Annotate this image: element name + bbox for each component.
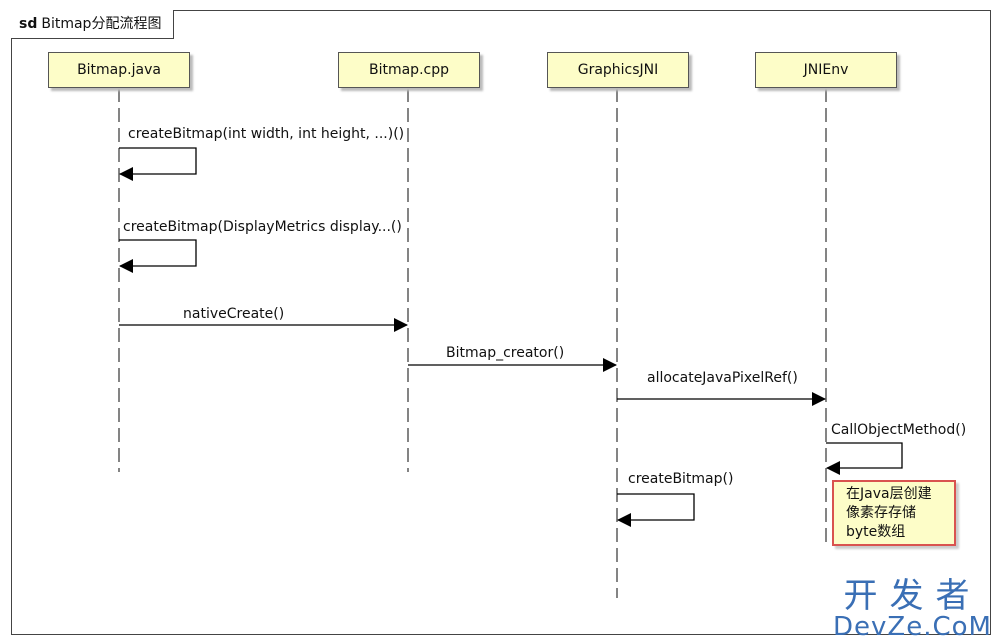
message-label-allocate-java-pixel-ref: allocateJavaPixelRef() (647, 370, 798, 386)
message-label-create-bitmap-2: createBitmap(DisplayMetrics display...() (123, 219, 402, 235)
watermark-cn: 开发者 (843, 576, 982, 616)
message-arrow-create-bitmap-2 (119, 239, 197, 273)
message-label-bitmap-creator: Bitmap_creator() (446, 345, 565, 361)
participant-jnienv: JNIEnv (755, 52, 897, 88)
note-box: 在Java层创建 像素存存储 byte数组 (832, 480, 956, 546)
message-label-call-object-method: CallObjectMethod() (831, 422, 967, 438)
sequence-frame (11, 10, 991, 635)
note-line-2: 像素存存储 (846, 505, 916, 521)
frame-keyword: sd (19, 16, 38, 32)
message-arrow-create-bitmap-1 (119, 147, 197, 181)
message-arrow-create-bitmap-3 (617, 493, 695, 527)
frame-title: Bitmap分配流程图 (41, 16, 162, 32)
message-label-native-create: nativeCreate() (183, 306, 285, 322)
participant-bitmap-java: Bitmap.java (48, 52, 190, 88)
note-line-1: 在Java层创建 (846, 486, 932, 502)
message-label-create-bitmap-3: createBitmap() (628, 471, 734, 487)
message-arrow-call-object-method (826, 442, 903, 475)
watermark-en: DevZe.CoM (833, 612, 992, 642)
participant-graphics-jni: GraphicsJNI (547, 52, 689, 88)
participant-bitmap-cpp: Bitmap.cpp (338, 52, 480, 88)
note-line-3: byte数组 (846, 524, 906, 540)
message-label-create-bitmap-1: createBitmap(int width, int height, ...)… (128, 126, 405, 142)
watermark-logo: 开发者 DevZe.CoM (833, 578, 992, 640)
